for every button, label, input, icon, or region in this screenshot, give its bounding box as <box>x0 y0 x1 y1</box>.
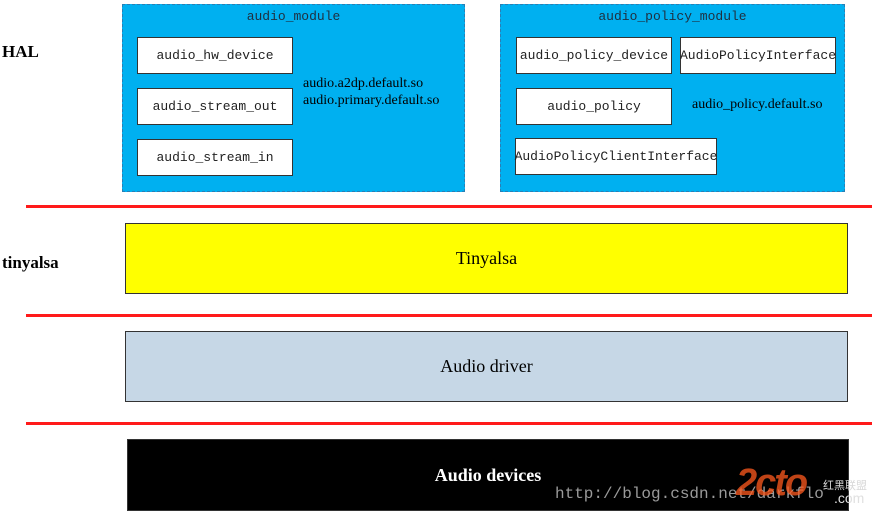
audio-module-so-primary: audio.primary.default.so <box>303 93 440 108</box>
audio-policy-so: audio_policy.default.so <box>692 97 823 112</box>
audio-stream-out-box: audio_stream_out <box>137 88 293 125</box>
audio-stream-in-box: audio_stream_in <box>137 139 293 176</box>
audio-module: audio_module audio_hw_device audio_strea… <box>122 4 465 192</box>
divider-tinyalsa-driver <box>26 314 872 317</box>
audio-devices-band: Audio devices <box>127 439 849 511</box>
audio-module-title: audio_module <box>246 9 341 24</box>
divider-driver-devices <box>26 422 872 425</box>
layer-label-hal: HAL <box>2 42 39 61</box>
watermark-logo-sub: 红黑联盟 <box>823 480 867 492</box>
audio-hw-device-box: audio_hw_device <box>137 37 293 74</box>
watermark-logo-suffix: .com <box>834 490 865 506</box>
audio-driver-band: Audio driver <box>125 331 848 402</box>
divider-hal-tinyalsa <box>26 205 872 208</box>
audio-policy-client-interface-box: AudioPolicyClientInterface <box>515 138 717 175</box>
audio-policy-module: audio_policy_module audio_policy_device … <box>500 4 845 192</box>
layer-label-tinyalsa: tinyalsa <box>2 253 59 272</box>
audio-policy-module-title: audio_policy_module <box>598 9 747 24</box>
tinyalsa-band: Tinyalsa <box>125 223 848 294</box>
audio-policy-interface-box: AudioPolicyInterface <box>680 37 836 74</box>
watermark-logo: 2cto <box>736 462 808 504</box>
audio-module-so-a2dp: audio.a2dp.default.so <box>303 76 424 91</box>
audio-policy-device-box: audio_policy_device <box>516 37 672 74</box>
watermark-url: http://blog.csdn.net/darkflo <box>555 485 824 503</box>
audio-policy-box: audio_policy <box>516 88 672 125</box>
